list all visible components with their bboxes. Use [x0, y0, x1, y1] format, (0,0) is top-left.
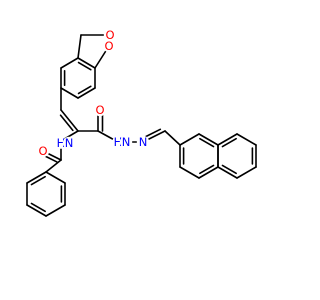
nitrogen-atom-amide: N — [65, 136, 74, 150]
naphthalene-ring-b-bond — [236, 166, 257, 179]
oxygen-atom-dioxole-bottom: O — [104, 39, 113, 53]
naphthalene-ring-b-bond — [217, 133, 238, 146]
hydrazone-bond — [164, 130, 181, 146]
naphthalene-ring-a-bond — [179, 166, 200, 179]
phenyl-ring-bond — [45, 204, 66, 217]
oxygen-atom-dioxole-bottom-background — [102, 39, 116, 53]
phenyl-ring-double-bond — [30, 202, 46, 213]
dioxole-bond — [77, 34, 82, 59]
phenyl-ring-bond — [26, 171, 47, 184]
phenyl-ring-bond — [45, 171, 66, 184]
oxygen-atom-amide-carbonyl-background — [36, 144, 50, 158]
nitrogen-atom-hydrazone: N — [139, 135, 148, 149]
phenyl-ring-double-bond — [30, 175, 46, 186]
oxygen-atom-dioxole-top: O — [105, 28, 114, 42]
benzodioxole-ring-double-bond — [77, 85, 92, 95]
naphthalene-ring-b-bond — [236, 133, 257, 146]
phenyl-ring-bond — [26, 204, 47, 217]
carbonyl-double-bond — [43, 154, 58, 163]
naphthalene-ring-b-double-bond — [221, 137, 237, 148]
oxygen-atom-amide-carbonyl: O — [38, 144, 47, 158]
benzodioxole-ring-bond — [77, 57, 96, 69]
naphthalene-ring-a-bond — [179, 133, 200, 146]
oxygen-atom-hydrazide-carbonyl: O — [95, 103, 104, 117]
bond-layer — [26, 34, 257, 217]
hydrogen-atom-amide: H — [57, 136, 66, 150]
nitrogen-atom-amide-background — [62, 136, 76, 150]
nitrogen-atom-hydrazone-background — [136, 135, 150, 149]
oxygen-atom-hydrazide-carbonyl-background — [93, 103, 107, 117]
hydrogen-atom-hydrazide: H — [114, 135, 123, 149]
naphthalene-ring-b-double-bond — [221, 164, 237, 175]
nitrogen-atom-hydrazide-background — [119, 135, 133, 149]
vinyl-double-bond — [59, 114, 74, 132]
nitrogen-atom-hydrazide: N — [122, 135, 131, 149]
naphthalene-ring-b-bond — [217, 166, 238, 179]
naphthalene-ring-a-bond — [198, 166, 219, 179]
hydrazone-double-bond — [143, 128, 162, 139]
benzodioxole-ring-bond — [77, 87, 96, 99]
naphthalene-ring-a-double-bond — [199, 164, 215, 175]
benzodioxole-ring-bond — [60, 57, 79, 69]
oxygen-atom-dioxole-top-background — [103, 28, 117, 42]
benzodioxole-ring-double-bond — [77, 61, 92, 71]
benzodioxole-ring-bond — [60, 87, 79, 99]
naphthalene-ring-a-double-bond — [199, 137, 215, 148]
amide-bond — [45, 159, 62, 173]
vinyl-bond — [60, 109, 79, 132]
naphthalene-ring-a-bond — [198, 133, 219, 146]
